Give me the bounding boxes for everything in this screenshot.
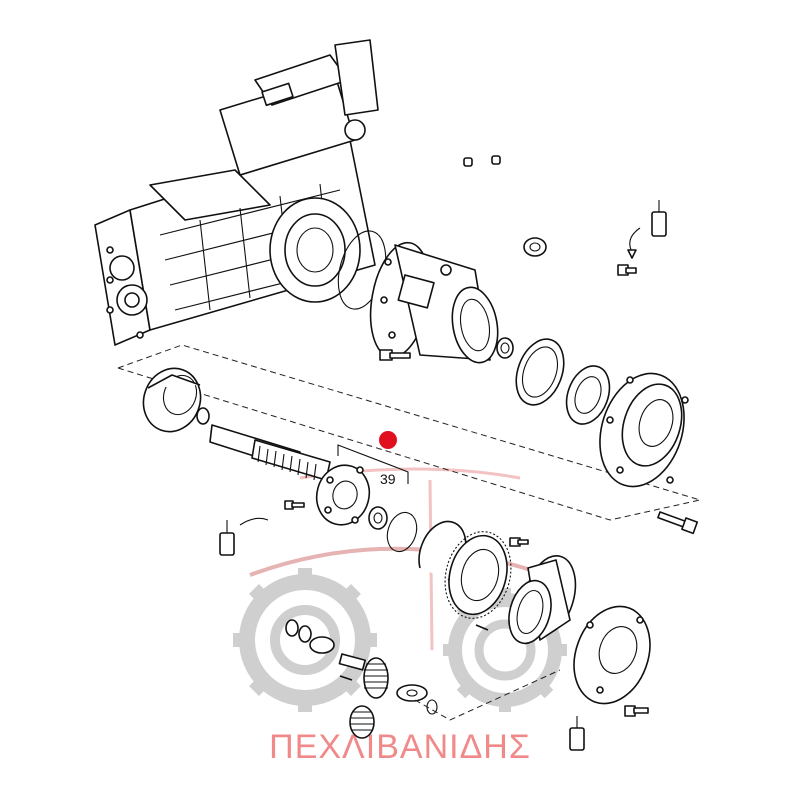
washer-top[interactable] [523,237,547,257]
planet-gear[interactable] [363,657,389,699]
cover-plate[interactable] [561,596,663,715]
assembly-frame-lower [414,669,561,721]
plug-small-2[interactable] [491,155,501,165]
planet-pin[interactable] [338,653,366,671]
hub-flange[interactable] [586,362,698,497]
plug-small-1[interactable] [463,157,473,167]
planet-gear-lower[interactable] [349,705,375,739]
bolt-top-right[interactable] [617,264,637,276]
breather-valve-left[interactable] [219,517,269,556]
bushing[interactable] [368,506,388,530]
snap-ring-small[interactable] [383,509,422,556]
breather-valve[interactable] [627,200,667,259]
bolt-flange[interactable] [657,511,699,535]
needle-pin[interactable] [339,675,353,681]
breather-valve-bottom[interactable] [569,716,585,751]
seal-ring-right-inner [521,346,559,398]
bolt-cover[interactable] [624,705,649,717]
bolt-ring[interactable] [509,537,529,547]
assembly-frame [117,344,701,521]
planet-carrier[interactable] [310,459,376,530]
thrust-washer[interactable] [396,684,428,702]
pin-small[interactable] [475,624,489,631]
gearbox-housing[interactable] [94,39,379,346]
washer-left[interactable] [196,407,210,425]
hotspot-marker[interactable] [379,431,397,449]
bearing-right[interactable] [559,360,617,430]
seal-ring-right[interactable] [508,333,573,412]
ring-gear[interactable] [436,524,521,626]
internal-gear-drum[interactable] [502,550,583,648]
bolt-housing[interactable] [379,349,411,361]
axle-housing[interactable] [362,238,503,366]
watermark-gear-left [233,568,377,712]
bearing-left[interactable] [135,360,210,439]
planet-washers[interactable] [285,619,335,654]
bolt-carrier[interactable] [284,500,305,510]
washer-mid[interactable] [496,337,514,359]
watermark-arc [249,546,561,582]
watermark-logo: ΠΕΧΛΙΒΑΝΙΔΗΣ [233,467,567,766]
watermark-text: ΠΕΧΛΙΒΑΝΙΔΗΣ [269,728,531,766]
callout-label[interactable]: 39 [380,471,396,487]
callout-39-bracket [337,444,409,484]
drive-shaft[interactable] [209,424,331,481]
